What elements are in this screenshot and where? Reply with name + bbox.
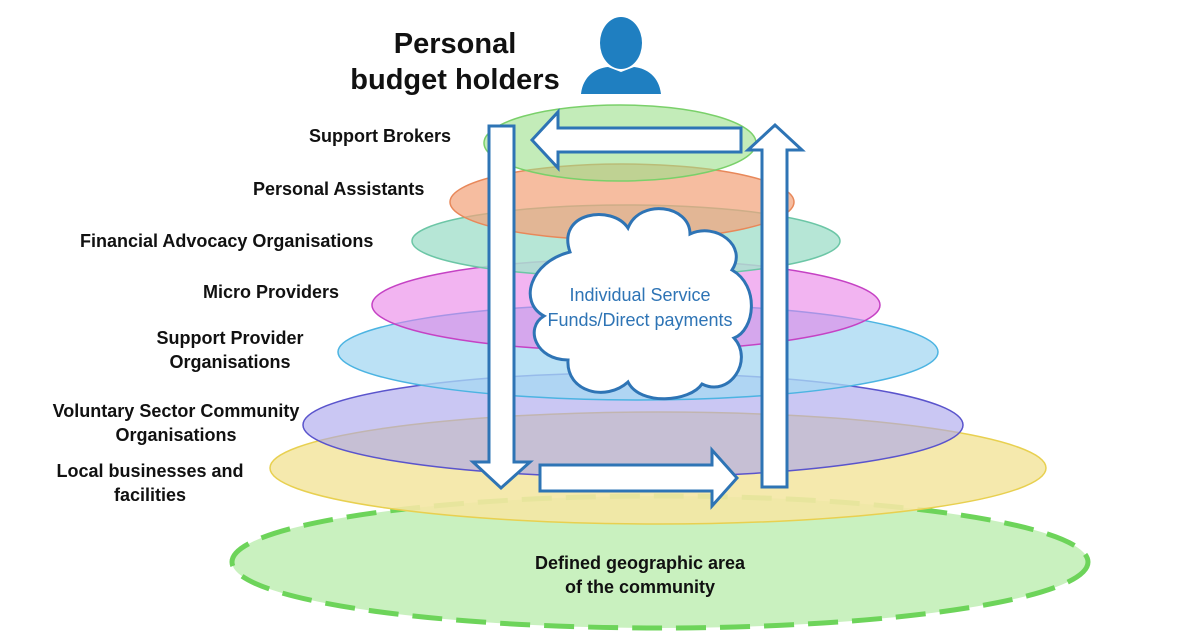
arrow-up-right xyxy=(744,122,806,489)
label-local-businesses-line-1: Local businesses and xyxy=(56,461,244,481)
label-support-provider-line-2: Organisations xyxy=(169,352,291,372)
label-voluntary-sector: Voluntary Sector Community Organisations xyxy=(30,399,322,447)
label-financial-advocacy-text: Financial Advocacy Organisations xyxy=(80,231,374,251)
label-local-businesses-line-2: facilities xyxy=(113,485,187,505)
label-support-provider-line-1: Support Provider xyxy=(156,328,304,348)
arrow-left-top xyxy=(529,108,743,172)
cloud-label: Individual Service Funds/Direct payments xyxy=(522,283,758,333)
page-title: Personal budget holders xyxy=(330,26,580,98)
flow-arrows xyxy=(469,108,806,510)
cloud-label-line-1: Individual Service xyxy=(569,285,711,305)
label-micro-providers: Micro Providers xyxy=(203,280,339,304)
title-line-2: budget holders xyxy=(350,64,560,96)
label-micro-providers-text: Micro Providers xyxy=(203,282,340,302)
label-personal-assistants: Personal Assistants xyxy=(253,177,424,201)
person-icon xyxy=(581,17,661,94)
label-voluntary-sector-line-1: Voluntary Sector Community xyxy=(52,401,300,421)
label-voluntary-sector-line-2: Organisations xyxy=(115,425,237,445)
cloud-label-line-2: Funds/Direct payments xyxy=(547,310,733,330)
community-area-line-1: Defined geographic area xyxy=(534,553,746,573)
community-area-line-2: of the community xyxy=(564,577,715,597)
label-local-businesses: Local businesses and facilities xyxy=(40,459,260,507)
label-personal-assistants-text: Personal Assistants xyxy=(253,179,425,199)
label-support-provider-orgs: Support Provider Organisations xyxy=(130,326,330,374)
arrow-right-bottom xyxy=(538,446,740,510)
label-support-brokers-text: Support Brokers xyxy=(309,126,452,146)
title-line-1: Personal xyxy=(393,28,517,60)
label-support-brokers: Support Brokers xyxy=(309,124,451,148)
funding-cloud xyxy=(528,207,753,401)
community-area-label: Defined geographic area of the community xyxy=(480,551,800,599)
arrow-down-left xyxy=(469,124,534,491)
label-financial-advocacy: Financial Advocacy Organisations xyxy=(80,229,373,253)
